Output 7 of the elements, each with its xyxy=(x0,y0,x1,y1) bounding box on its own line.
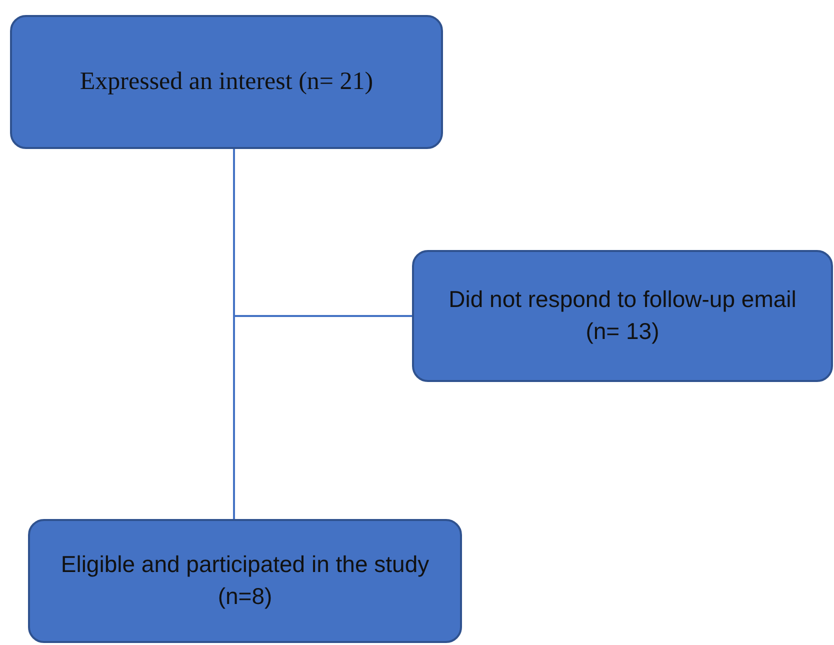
connector-line xyxy=(233,149,412,317)
box-text: Expressed an interest (n= 21) xyxy=(80,66,374,97)
process-box xyxy=(28,519,462,643)
process-box xyxy=(412,250,833,382)
box-text: Did not respond to follow-up email (n= 13) xyxy=(448,285,798,346)
box-text: Eligible and participated in the study (n=8) xyxy=(60,550,430,611)
process-box xyxy=(10,15,443,149)
